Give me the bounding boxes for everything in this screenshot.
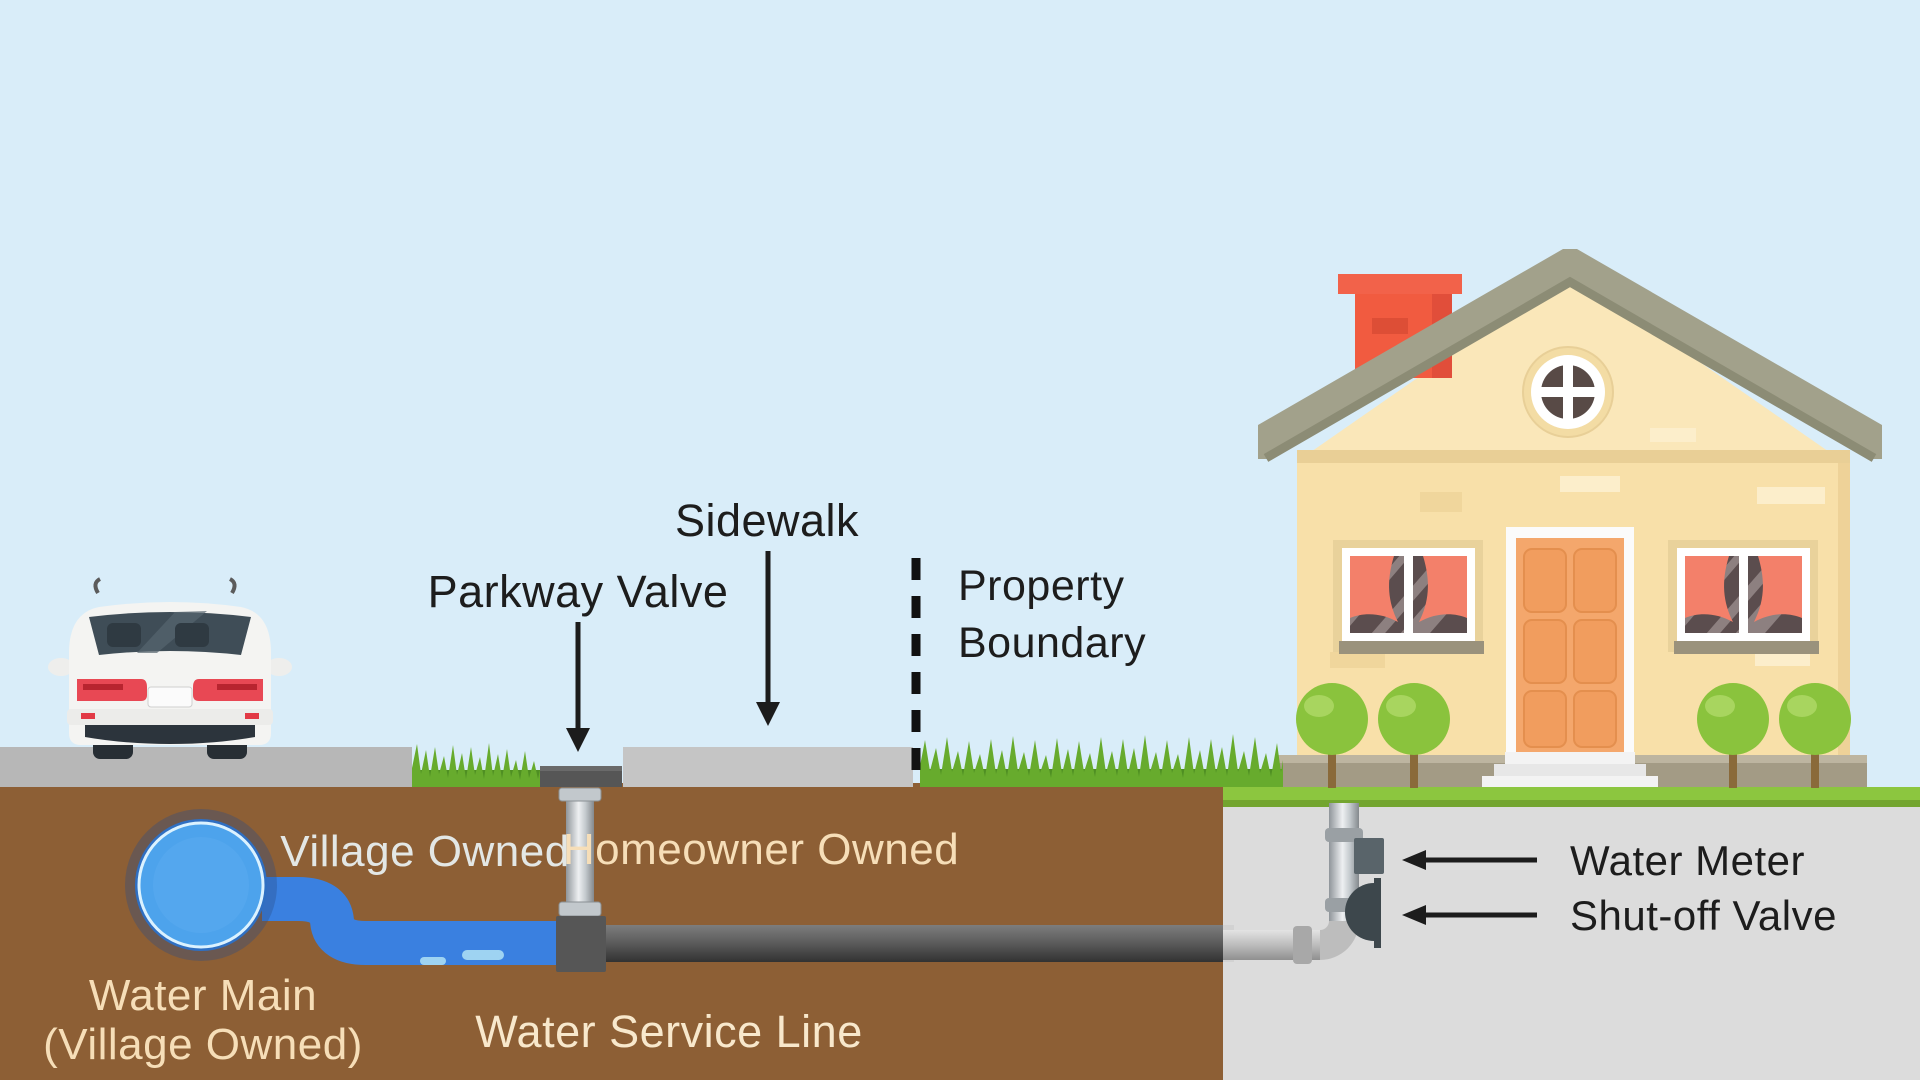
- brick-accent: [1650, 428, 1696, 442]
- curtain: [1685, 556, 1733, 622]
- water-ripple: [420, 957, 446, 965]
- curtain: [1754, 556, 1802, 622]
- pipe-elbow: [1320, 921, 1359, 960]
- door-steps: [1482, 752, 1658, 788]
- roof-under-edge: [1263, 276, 1877, 462]
- water-meter-arrow: [1402, 850, 1537, 870]
- window-right: [1668, 540, 1819, 654]
- shutoff-valve-arrow: [1402, 905, 1537, 925]
- property-boundary-line1: Property: [958, 562, 1125, 610]
- property-boundary-line2: Boundary: [958, 619, 1147, 667]
- chimney-cap: [1338, 274, 1462, 294]
- valve-cap-top: [540, 766, 622, 771]
- brick-accent: [1560, 476, 1620, 492]
- front-door: [1506, 527, 1634, 758]
- water-main-inner: [153, 837, 249, 933]
- homeowner-owned-label: Homeowner Owned: [562, 825, 960, 874]
- window-sill: [1339, 641, 1484, 654]
- annotation-arrows: [566, 551, 1537, 925]
- village-owned-label: Village Owned: [280, 827, 570, 876]
- water-main-pipe-blue: [262, 877, 560, 965]
- curtain: [1419, 556, 1467, 622]
- meter-assembly: [1223, 803, 1384, 964]
- water-ripple: [462, 950, 504, 960]
- parkway-valve-label: Parkway Valve: [427, 566, 729, 617]
- bush: [1378, 683, 1450, 788]
- shutoff-valve-stem: [1374, 878, 1381, 948]
- bush: [1697, 683, 1769, 788]
- sidewalk-label: Sidewalk: [674, 495, 860, 546]
- lawn-strip-shadow: [1223, 800, 1920, 807]
- bushes: [1296, 683, 1851, 788]
- sidewalk-arrow: [756, 551, 780, 726]
- sidewalk-slab: [623, 747, 913, 787]
- shutoff-valve-disc: [1345, 883, 1374, 941]
- parkway-valve-illustration: [540, 766, 622, 972]
- water-main-line1: Water Main: [88, 971, 318, 1020]
- door-panels: [1523, 548, 1617, 748]
- water-main-label: Water Main (Village Owned): [43, 971, 363, 1069]
- round-window: [1522, 346, 1614, 438]
- window-divider: [1404, 556, 1413, 633]
- water-main-line2: (Village Owned): [43, 1020, 363, 1069]
- property-boundary-label: Property Boundary: [958, 558, 1146, 672]
- riser-collar: [558, 787, 602, 802]
- riser-pipe: [566, 800, 594, 910]
- window-divider: [1739, 556, 1748, 633]
- roof: [1258, 249, 1882, 459]
- valve-surface-cap: [540, 766, 622, 787]
- eave-shadow: [1297, 450, 1850, 463]
- parkway-valve-arrow: [566, 622, 590, 752]
- bush: [1779, 683, 1851, 788]
- water-meter-box: [1354, 838, 1384, 874]
- grass-yard: [920, 734, 1283, 787]
- grass-parkway: [412, 743, 540, 787]
- pipe-coupling: [1293, 926, 1312, 964]
- shutoff-valve-label: Shut-off Valve: [1570, 892, 1837, 939]
- brick-accent: [1757, 487, 1825, 504]
- brick-accent: [1330, 652, 1385, 668]
- car-illustration: [48, 577, 292, 759]
- brick-accent: [1420, 492, 1462, 512]
- lawn-strip: [1223, 787, 1920, 800]
- window-sill: [1674, 641, 1819, 654]
- road-surface: [0, 747, 412, 787]
- service-line-pipe: [606, 925, 1223, 962]
- window-left: [1333, 540, 1484, 654]
- valve-box: [556, 916, 606, 972]
- chimney-vent: [1372, 318, 1408, 334]
- pipe-coupling: [1325, 828, 1363, 842]
- water-meter-label: Water Meter: [1570, 837, 1805, 884]
- curtain: [1350, 556, 1398, 622]
- water-service-line-label: Water Service Line: [475, 1006, 863, 1057]
- bush: [1296, 683, 1368, 788]
- riser-collar: [558, 901, 602, 917]
- water-main-illustration: [125, 809, 560, 965]
